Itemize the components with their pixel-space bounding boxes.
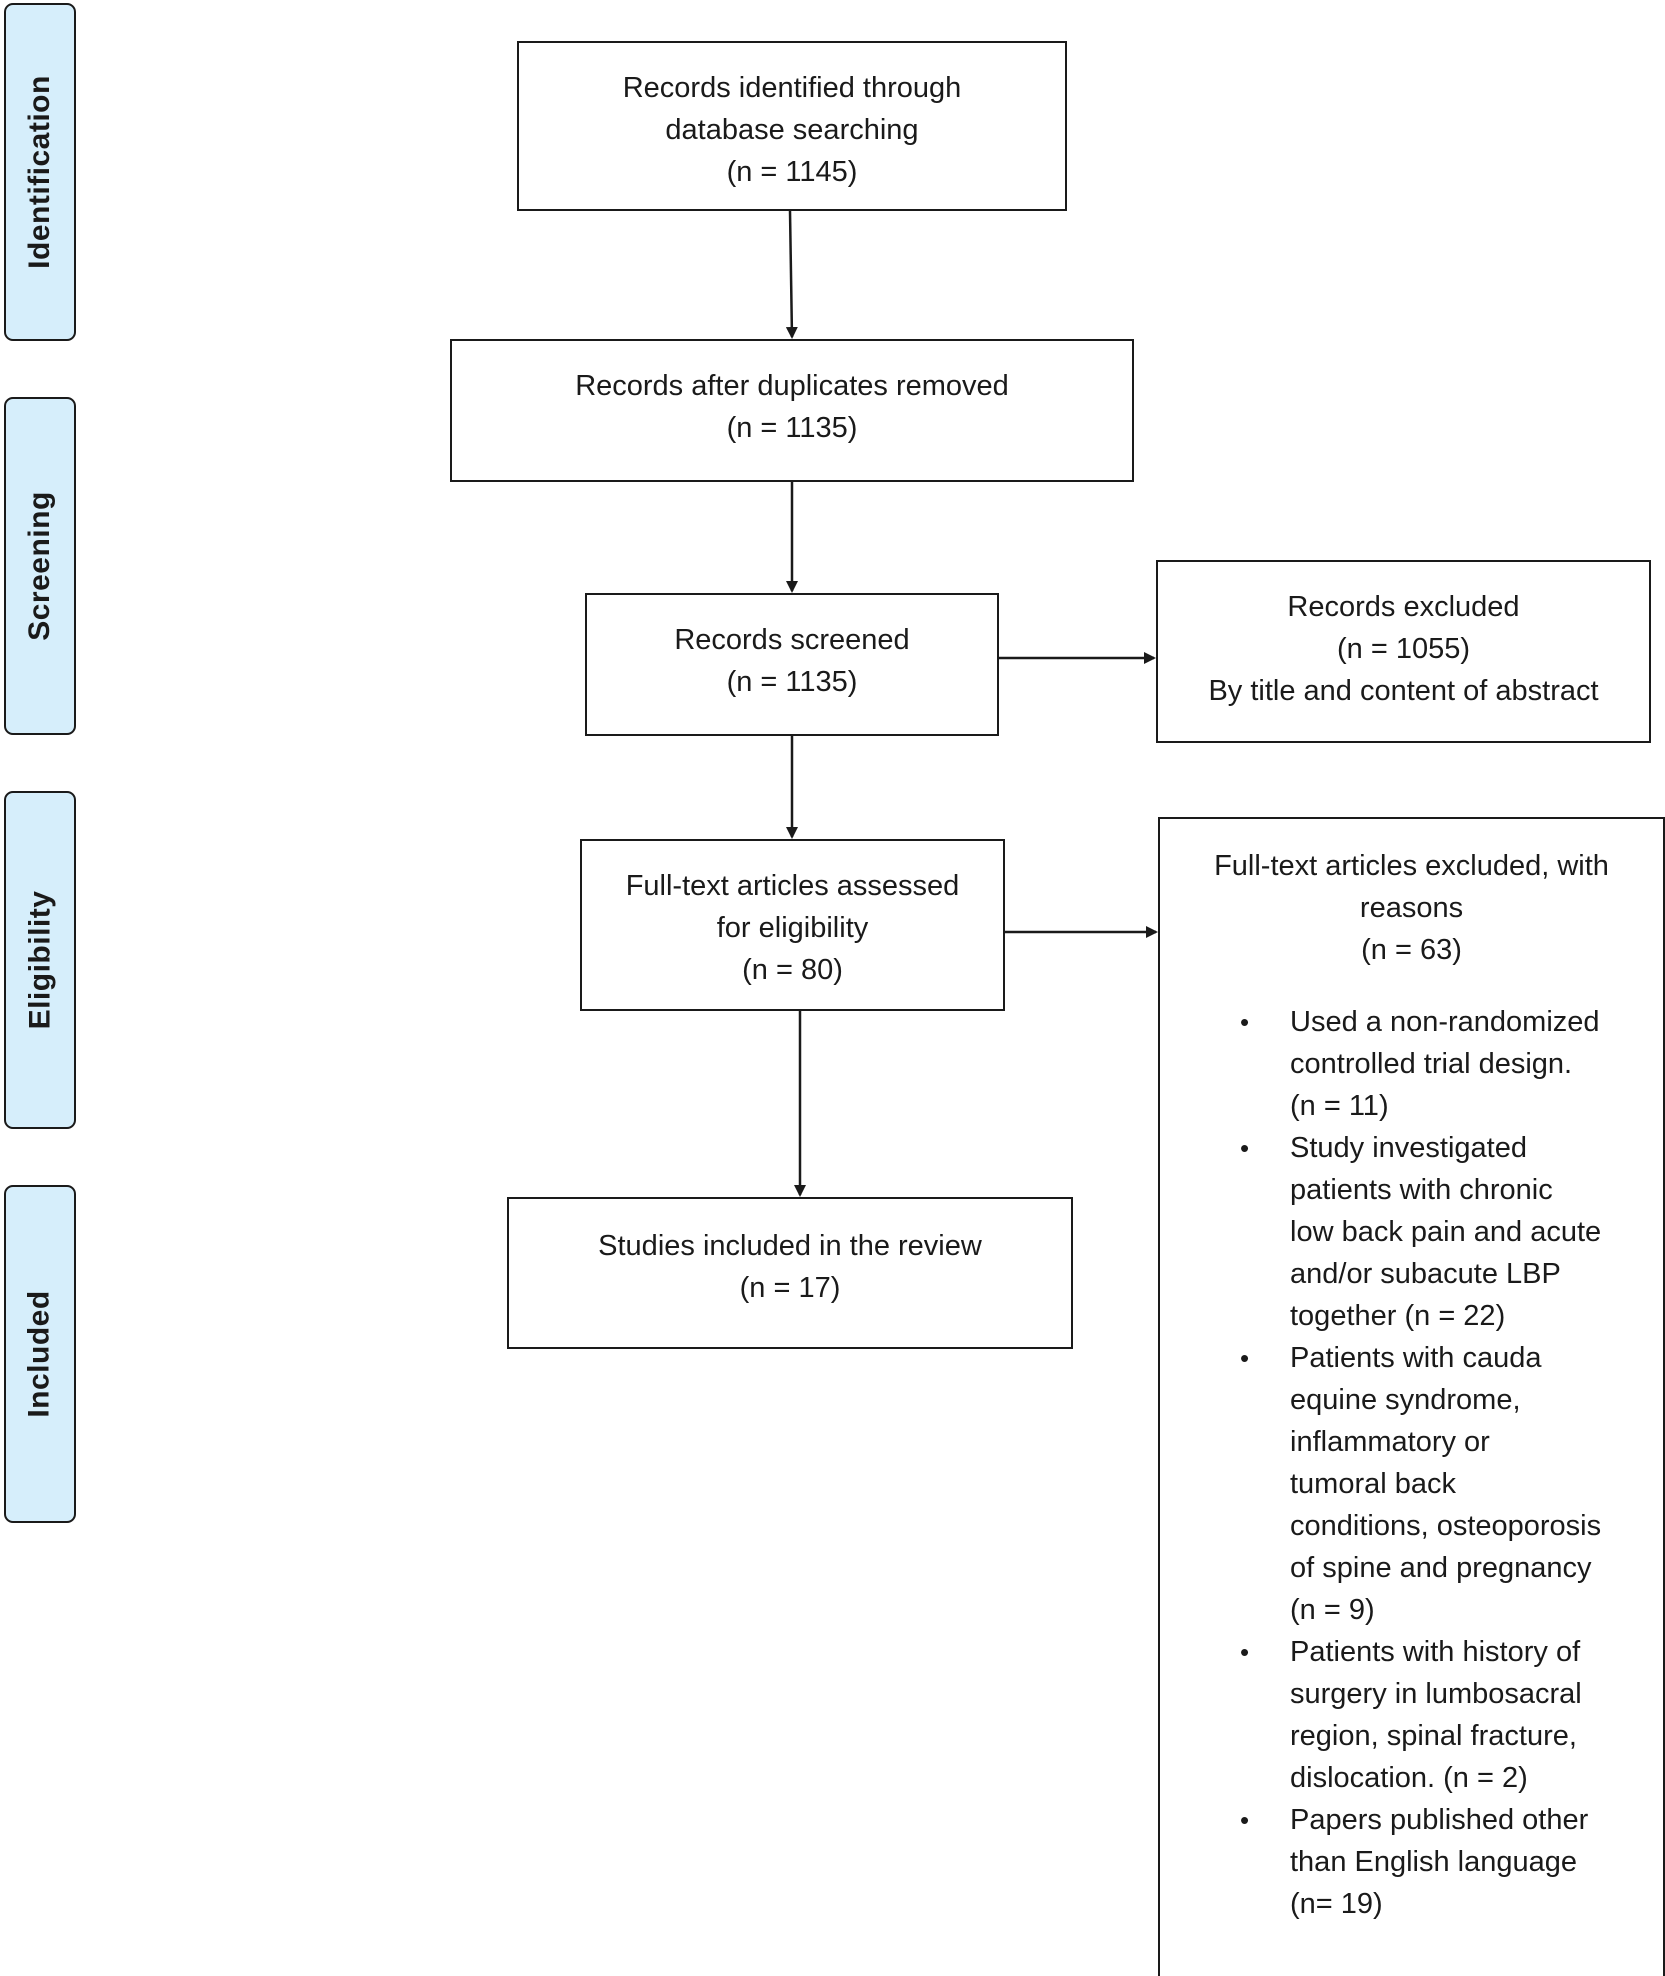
list-item: • Used a non-randomized controlled trial… [1240, 1001, 1663, 1127]
stage-included: Included [4, 1185, 76, 1523]
box-line: Records after duplicates removed [575, 370, 1009, 402]
stage-label: Screening [23, 491, 56, 641]
box-line: Records screened [674, 624, 910, 656]
box-fulltext-excluded: Full-text articles excluded, with reason… [1158, 817, 1665, 1976]
heading-line: Full-text articles excluded, with [1214, 850, 1609, 882]
exclusion-reasons-list: • Used a non-randomized controlled trial… [1160, 1001, 1663, 1925]
box-line: (n = 80) [742, 954, 843, 986]
list-item: • Patients with history of surgery in lu… [1240, 1631, 1663, 1799]
reason-line: than English language [1290, 1846, 1578, 1878]
reason-line: of spine and pregnancy [1290, 1552, 1592, 1584]
reason-line: inflammatory or [1290, 1426, 1490, 1458]
box-line: Studies included in the review [598, 1230, 982, 1262]
box-line: (n = 17) [739, 1272, 841, 1304]
stage-identification: Identification [4, 3, 76, 341]
bullet-icon: • [1240, 1007, 1250, 1037]
bullet-icon: • [1240, 1343, 1250, 1373]
box-line: Full-text articles assessed [625, 870, 960, 902]
box-line: (n = 1135) [726, 412, 858, 444]
bullet-icon: • [1240, 1805, 1250, 1835]
fulltext-excluded-heading: Full-text articles excluded, with reason… [1160, 845, 1663, 971]
list-item: • Papers published other than English la… [1240, 1799, 1663, 1925]
reason-line: and/or subacute LBP [1290, 1258, 1561, 1290]
box-line: (n = 1145) [726, 156, 858, 188]
box-line: Records identified through [622, 72, 962, 104]
reason-line: equine syndrome, [1290, 1384, 1521, 1416]
arrow-identified-to-duplicates [785, 210, 798, 339]
list-item: • Patients with cauda equine syndrome, i… [1240, 1337, 1663, 1631]
box-fulltext-assessed: Full-text articles assessed for eligibil… [580, 839, 1005, 1011]
reason-line: (n = 9) [1290, 1594, 1375, 1626]
stage-eligibility: Eligibility [4, 791, 76, 1129]
bullet-icon: • [1240, 1133, 1250, 1163]
stage-label: Eligibility [23, 890, 57, 1030]
box-line: (n = 1135) [726, 666, 858, 698]
heading-line: (n = 63) [1361, 934, 1462, 966]
box-line: Records excluded [1287, 591, 1520, 623]
reason-line: low back pain and acute [1290, 1216, 1602, 1248]
reason-line: Patients with cauda [1290, 1342, 1542, 1374]
reason-line: tumoral back [1290, 1468, 1457, 1500]
reason-line: Used a non-randomized [1290, 1006, 1600, 1038]
box-line: (n = 1055) [1336, 633, 1470, 665]
reason-line: Patients with history of [1290, 1636, 1581, 1668]
box-records-excluded: Records excluded (n = 1055) By title and… [1156, 560, 1651, 743]
reason-line: controlled trial design. [1290, 1048, 1573, 1080]
reason-line: region, spinal fracture, [1290, 1720, 1577, 1752]
reason-line: Papers published other [1290, 1804, 1589, 1836]
box-records-screened: Records screened (n = 1135) [585, 593, 999, 736]
stage-screening: Screening [4, 397, 76, 735]
reason-line: (n = 11) [1290, 1090, 1389, 1122]
reason-line: Study investigated [1290, 1132, 1527, 1164]
box-line: for eligibility [716, 912, 869, 944]
stage-label: Identification [23, 75, 57, 269]
reason-line: dislocation. (n = 2) [1290, 1762, 1528, 1794]
list-item: • Study investigated patients with chron… [1240, 1127, 1663, 1337]
box-line: database searching [665, 114, 919, 146]
reason-line: conditions, osteoporosis [1290, 1510, 1602, 1542]
box-records-identified: Records identified through database sear… [517, 41, 1067, 211]
box-line: By title and content of abstract [1208, 675, 1599, 707]
reason-line: surgery in lumbosacral [1290, 1678, 1582, 1710]
reason-line: patients with chronic [1290, 1174, 1553, 1206]
reason-line: together (n = 22) [1290, 1300, 1506, 1332]
heading-line: reasons [1359, 892, 1464, 924]
box-records-after-duplicates: Records after duplicates removed (n = 11… [450, 339, 1134, 482]
bullet-icon: • [1240, 1637, 1250, 1667]
stage-label: Included [23, 1290, 56, 1418]
reason-line: (n= 19) [1290, 1888, 1383, 1920]
box-studies-included: Studies included in the review (n = 17) [507, 1197, 1073, 1349]
